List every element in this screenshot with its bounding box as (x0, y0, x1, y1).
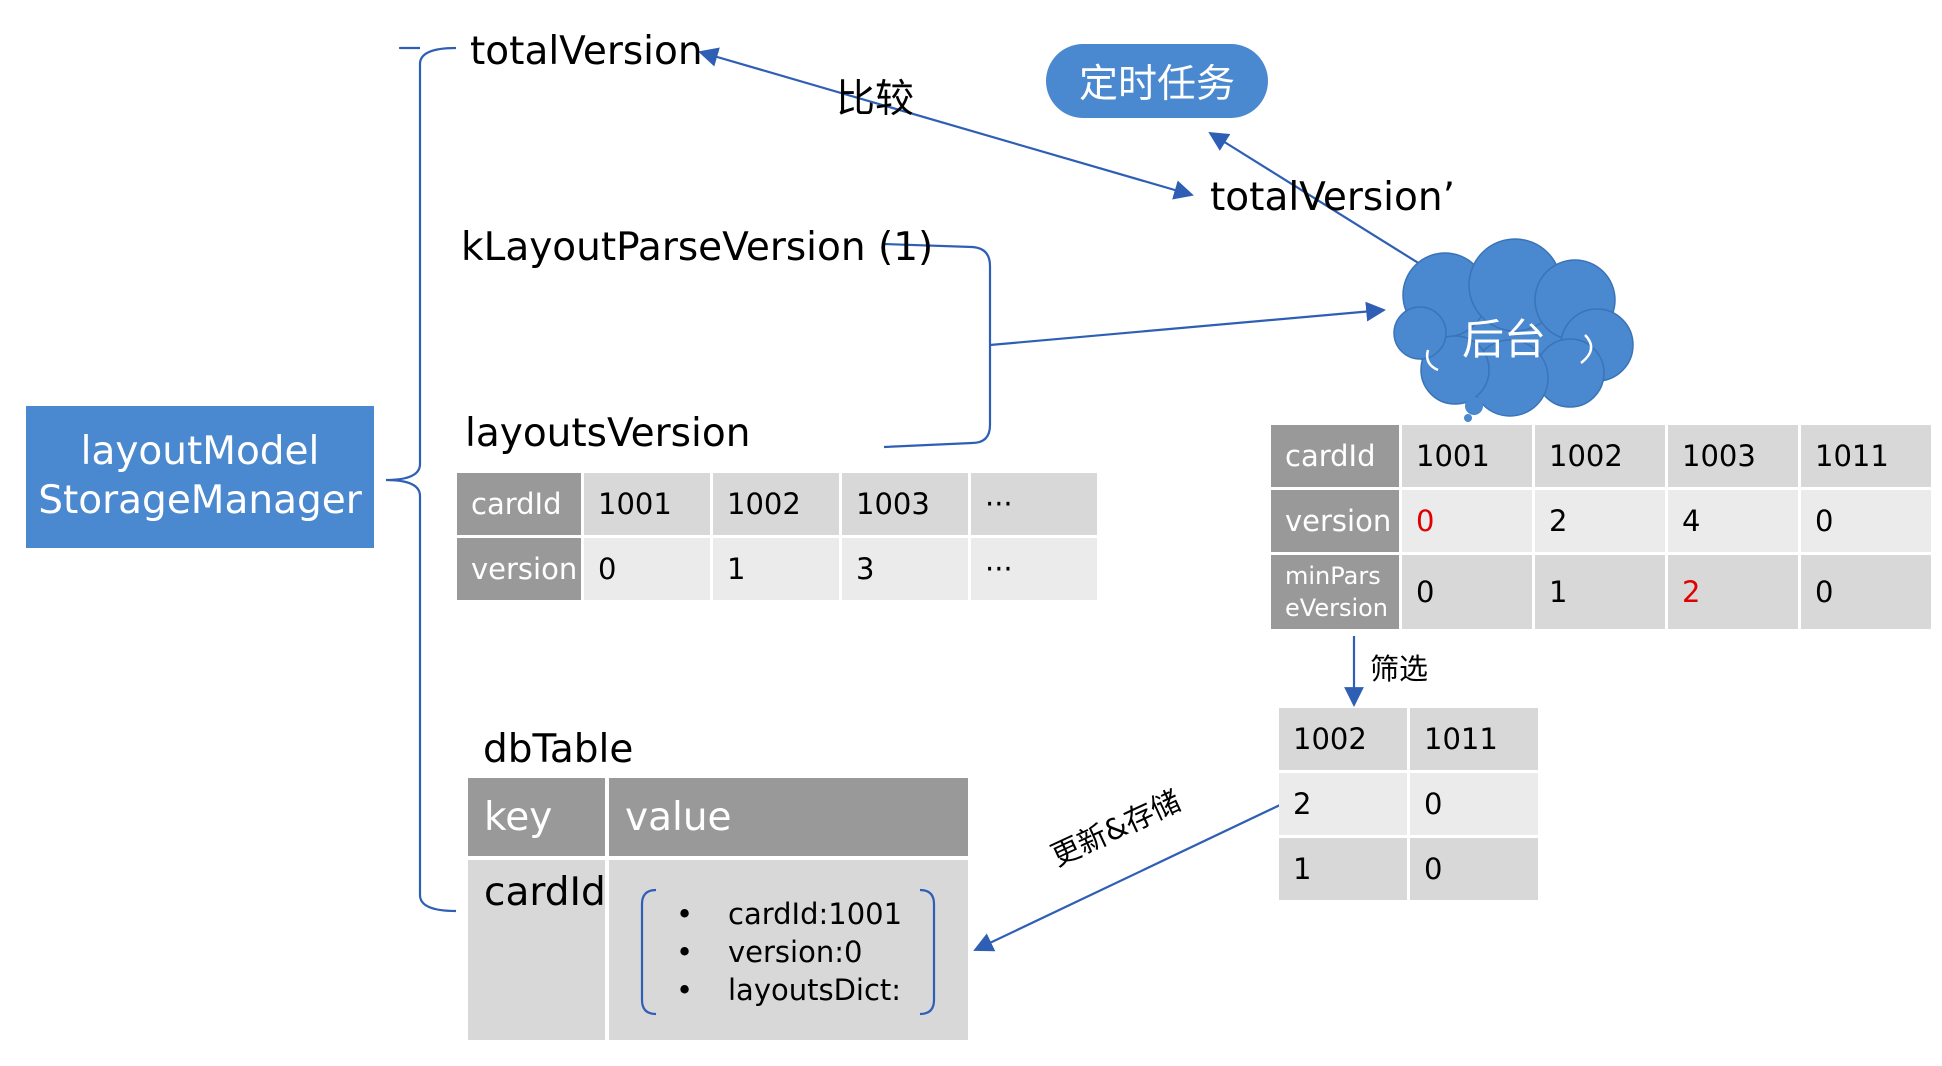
table-cell: 1002 (1279, 708, 1407, 770)
table-row: 1002 1011 (1279, 708, 1538, 770)
table-cell: 1 (713, 538, 839, 600)
db-table-label: dbTable (483, 727, 634, 772)
value-bracket (640, 888, 936, 1016)
value-bullet-list: •cardId:1001 •version:0 •layoutsDict: (676, 895, 902, 1009)
table-cell: 1001 (584, 473, 710, 535)
table-cell: 0 (1801, 555, 1931, 629)
table-row: version 0 2 4 0 (1271, 490, 1931, 552)
table-cell: 1003 (842, 473, 968, 535)
list-item-text: cardId:1001 (728, 897, 903, 931)
table-cell: cardId (457, 473, 581, 535)
list-item-text: layoutsDict: (728, 973, 902, 1007)
backend-to-timer-arrow (1208, 131, 1437, 275)
table-cell: 1002 (1535, 425, 1665, 487)
table-cell: minPars eVersion (1271, 555, 1399, 629)
root-brace (385, 46, 457, 913)
table-cell: 3 (842, 538, 968, 600)
cloud-bubble-large (1465, 397, 1483, 415)
table-cell: 1002 (713, 473, 839, 535)
table-cell-highlighted: 2 (1668, 555, 1798, 629)
table-row: minPars eVersion 0 1 2 0 (1271, 555, 1931, 629)
table-cell: 2 (1279, 773, 1407, 835)
db-header-key-text: key (484, 794, 553, 840)
compare-arrow (698, 47, 1194, 200)
total-version-prime-label: totalVersion’ (1210, 175, 1455, 220)
table-row: cardId 1001 1002 1003 ··· (457, 473, 1097, 535)
table-cell: 2 (1535, 490, 1665, 552)
db-row-key-text: cardId (484, 870, 606, 915)
table-cell-highlighted: 0 (1402, 490, 1532, 552)
db-table: key value cardId •cardId:1001 •version:0… (468, 778, 968, 1040)
k-layout-parse-version-label: kLayoutParseVersion (1) (461, 225, 934, 270)
table-row: 2 0 (1279, 773, 1538, 835)
total-version-label: totalVersion (470, 29, 703, 74)
table-cell: 1001 (1402, 425, 1532, 487)
timer-task-node: 定时任务 (1046, 44, 1268, 118)
root-node-line2: StorageManager (38, 478, 362, 523)
table-cell: ··· (971, 538, 1097, 600)
table-cell: 0 (1410, 773, 1538, 835)
table-cell: 4 (1668, 490, 1798, 552)
list-item: •version:0 (676, 935, 863, 969)
table-cell: 0 (584, 538, 710, 600)
table-cell: 0 (1410, 838, 1538, 900)
table-row: 1 0 (1279, 838, 1538, 900)
table-cell: version (1271, 490, 1399, 552)
table-cell: 0 (1402, 555, 1532, 629)
db-header-key: key (468, 778, 605, 856)
compare-label: 比较 (836, 77, 915, 122)
table-cell: 1011 (1801, 425, 1931, 487)
table-cell: 1 (1279, 838, 1407, 900)
backend-label: 后台 (1462, 315, 1547, 364)
list-item: •layoutsDict: (676, 973, 902, 1007)
list-item-text: version:0 (728, 935, 863, 969)
backend-cloud (1393, 238, 1634, 417)
db-header-value-text: value (625, 794, 732, 840)
table-row: version 0 1 3 ··· (457, 538, 1097, 600)
table-cell: 1003 (1668, 425, 1798, 487)
table-cell: 1011 (1410, 708, 1538, 770)
db-header-value: value (609, 778, 968, 856)
db-row-key: cardId (468, 860, 606, 1040)
version-brace (883, 242, 992, 449)
update-store-arrow (973, 804, 1281, 952)
filter-label: 筛选 (1370, 652, 1429, 686)
backend-table: cardId 1001 1002 1003 1011 version 0 2 4… (1268, 422, 1934, 632)
table-cell: 1 (1535, 555, 1665, 629)
filtered-table: 1002 1011 2 0 1 0 (1276, 705, 1541, 903)
list-item: •cardId:1001 (676, 897, 903, 931)
db-row-value (609, 860, 968, 1040)
table-row: cardId 1001 1002 1003 1011 (1271, 425, 1931, 487)
layouts-version-label: layoutsVersion (465, 411, 751, 456)
root-node-line1: layoutModel (80, 429, 320, 475)
table-cell: ··· (971, 473, 1097, 535)
root-node: layoutModel StorageManager (26, 406, 374, 548)
table-cell: 0 (1801, 490, 1931, 552)
table-cell: cardId (1271, 425, 1399, 487)
to-backend-arrow (989, 301, 1386, 347)
cloud-bubble-small (1464, 414, 1472, 422)
table-cell: version (457, 538, 581, 600)
layouts-version-table: cardId 1001 1002 1003 ··· version 0 1 3 … (454, 470, 1100, 603)
